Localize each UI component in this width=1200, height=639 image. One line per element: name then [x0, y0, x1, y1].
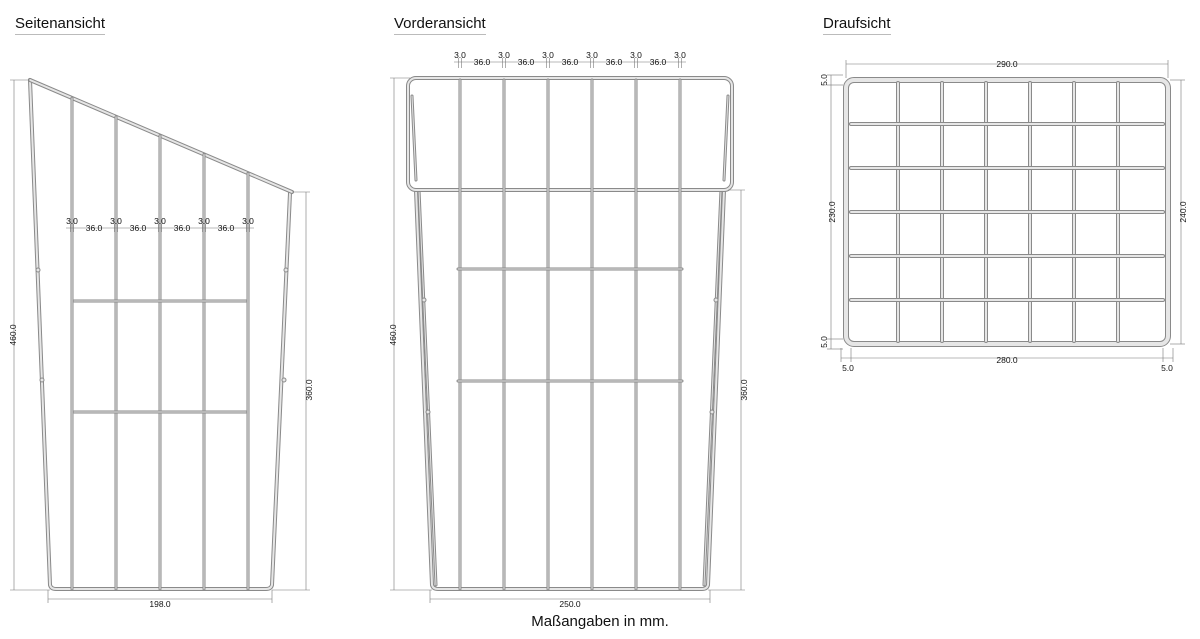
units-caption: Maßangaben in mm.: [531, 613, 669, 630]
front-spacing-label: 36.0: [562, 57, 579, 67]
side-dimension-labels: 3.0 36.0 3.0 36.0 3.0 36.0 3.0 36.0 3.0 …: [8, 216, 314, 609]
side-spacing-label: 36.0: [218, 223, 235, 233]
side-spacing-label: 3.0: [198, 216, 210, 226]
front-view-title: Vorderansicht: [394, 15, 486, 35]
side-hook: [39, 377, 45, 383]
side-spacing-label: 3.0: [242, 216, 254, 226]
top-view-title: Draufsicht: [823, 15, 891, 35]
front-hook: [425, 409, 431, 415]
front-height-total-label: 460.0: [388, 324, 398, 346]
side-view: [10, 78, 310, 603]
front-top-rim: [406, 76, 734, 192]
front-spacing-label: 36.0: [518, 57, 535, 67]
side-hook: [35, 267, 41, 273]
front-hook: [713, 297, 719, 303]
top-inset-left-label: 5.0: [842, 363, 854, 373]
side-spacing-label: 36.0: [174, 223, 191, 233]
front-spacing-label: 3.0: [454, 50, 466, 60]
top-inset-right-label: 5.0: [1161, 363, 1173, 373]
front-width-label: 250.0: [559, 599, 581, 609]
top-view: [827, 60, 1185, 362]
front-top-rim-core: [407, 77, 733, 191]
side-hook: [281, 377, 287, 383]
side-width-label: 198.0: [149, 599, 171, 609]
front-hook: [421, 297, 427, 303]
side-height-front-label: 360.0: [304, 379, 314, 401]
top-inner-width-label: 280.0: [996, 355, 1018, 365]
top-width-label: 290.0: [996, 59, 1018, 69]
front-spacing-label: 3.0: [542, 50, 554, 60]
front-rim-edge-core: [723, 95, 729, 181]
top-inset-bottom-label: 5.0: [819, 336, 829, 348]
top-inset-top-label: 5.0: [819, 74, 829, 86]
top-depth-total-label: 240.0: [1178, 201, 1188, 223]
front-spacing-label: 36.0: [650, 57, 667, 67]
front-side-wire-core: [703, 189, 722, 586]
front-side-wire-core: [418, 189, 437, 586]
side-spacing-label: 3.0: [66, 216, 78, 226]
front-spacing-label: 3.0: [586, 50, 598, 60]
side-spacing-label: 3.0: [154, 216, 166, 226]
side-view-title: Seitenansicht: [15, 15, 106, 35]
top-depth-inner-label: 230.0: [827, 201, 837, 223]
side-hook: [283, 267, 289, 273]
front-spacing-label: 3.0: [630, 50, 642, 60]
front-hook: [709, 409, 715, 415]
front-spacing-label: 36.0: [606, 57, 623, 67]
top-outer-rim-core: [844, 78, 1170, 346]
top-dimension-labels: 290.0 280.0 5.0 5.0 230.0 240.0 5.0 5.0: [819, 59, 1188, 373]
front-spacing-label: 3.0: [498, 50, 510, 60]
front-spacing-label: 3.0: [674, 50, 686, 60]
front-spacing-label: 36.0: [474, 57, 491, 67]
front-dimension-labels: 3.0 36.0 3.0 36.0 3.0 36.0 3.0 36.0 3.0 …: [388, 50, 749, 609]
front-view: [390, 58, 745, 603]
front-rim-edge-core: [411, 95, 417, 181]
side-spacing-label: 36.0: [86, 223, 103, 233]
side-height-total-label: 460.0: [8, 324, 18, 346]
side-spacing-label: 3.0: [110, 216, 122, 226]
front-height-front-label: 360.0: [739, 379, 749, 401]
front-body-frame-core: [415, 189, 725, 590]
side-spacing-label: 36.0: [130, 223, 147, 233]
front-body-frame: [414, 188, 726, 591]
